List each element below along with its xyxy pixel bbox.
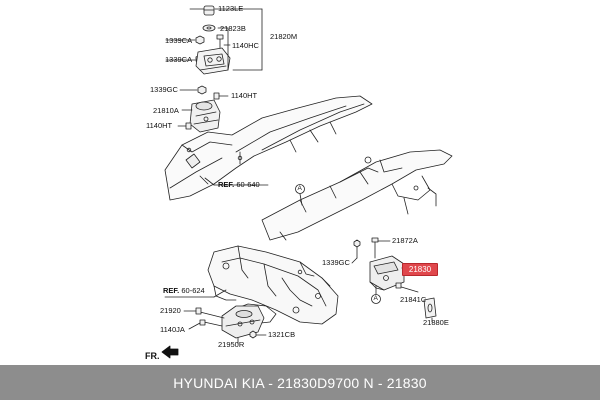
ref-60-624: REF. 60-624 (163, 287, 205, 295)
label-1339gc-right: 1339GC (322, 258, 350, 267)
label-21823b: 21823B (220, 24, 246, 33)
ref-prefix: REF. (163, 286, 180, 295)
part-number-caption: HYUNDAI KIA - 21830D9700 N - 21830 (173, 374, 427, 391)
label-1140ht-right: 1140HT (231, 91, 258, 100)
label-1339ca-mid: 1339CA (165, 55, 193, 64)
front-direction-label: FR. (145, 351, 160, 361)
label-21820m: 21820M (270, 32, 298, 41)
marker-a-upper: A (297, 184, 302, 192)
upper-mount-bracket-assembly (165, 5, 263, 75)
label-21880e: 21880E (423, 318, 449, 327)
part-number-caption-bar: HYUNDAI KIA - 21830D9700 N - 21830 (0, 365, 600, 400)
highlighted-part-21830[interactable]: 21830 (402, 263, 438, 276)
label-21841c: 21841C (400, 295, 427, 304)
label-21920: 21920 (160, 306, 181, 315)
mount-21830-assembly (351, 237, 437, 323)
side-member-frame (164, 95, 373, 201)
marker-a-lower: A (373, 294, 378, 302)
label-1339gc-left: 1339GC (150, 85, 178, 94)
label-1123le: 1123LE (218, 4, 244, 13)
label-21872a: 21872A (392, 236, 418, 245)
label-1140ja: 1140JA (160, 325, 185, 334)
label-1321cb: 1321CB (268, 330, 296, 339)
label-1140ht-left: 1140HT (146, 121, 173, 130)
sub-frame (164, 245, 339, 325)
label-1140hc: 1140HC (232, 41, 259, 50)
parts-diagram-drawing (161, 5, 453, 359)
ref-prefix: REF. (218, 180, 235, 189)
ref-value: 60-624 (181, 286, 205, 295)
engine-mount-assembly (177, 85, 229, 133)
label-1339ca-top: 1339CA (165, 36, 193, 45)
label-21950r: 21950R (218, 340, 245, 349)
transmission-mount-assembly (183, 305, 267, 345)
front-direction-arrow-icon (161, 345, 179, 359)
rear-frame-member (261, 149, 453, 241)
parts-diagram: 1123LE 21823B 21820M 1339CA 1140HC 1339C… (145, 4, 453, 361)
ref-value: 60-640 (236, 180, 260, 189)
ref-60-640: REF. 60-640 (218, 181, 260, 189)
label-21810a: 21810A (153, 106, 179, 115)
